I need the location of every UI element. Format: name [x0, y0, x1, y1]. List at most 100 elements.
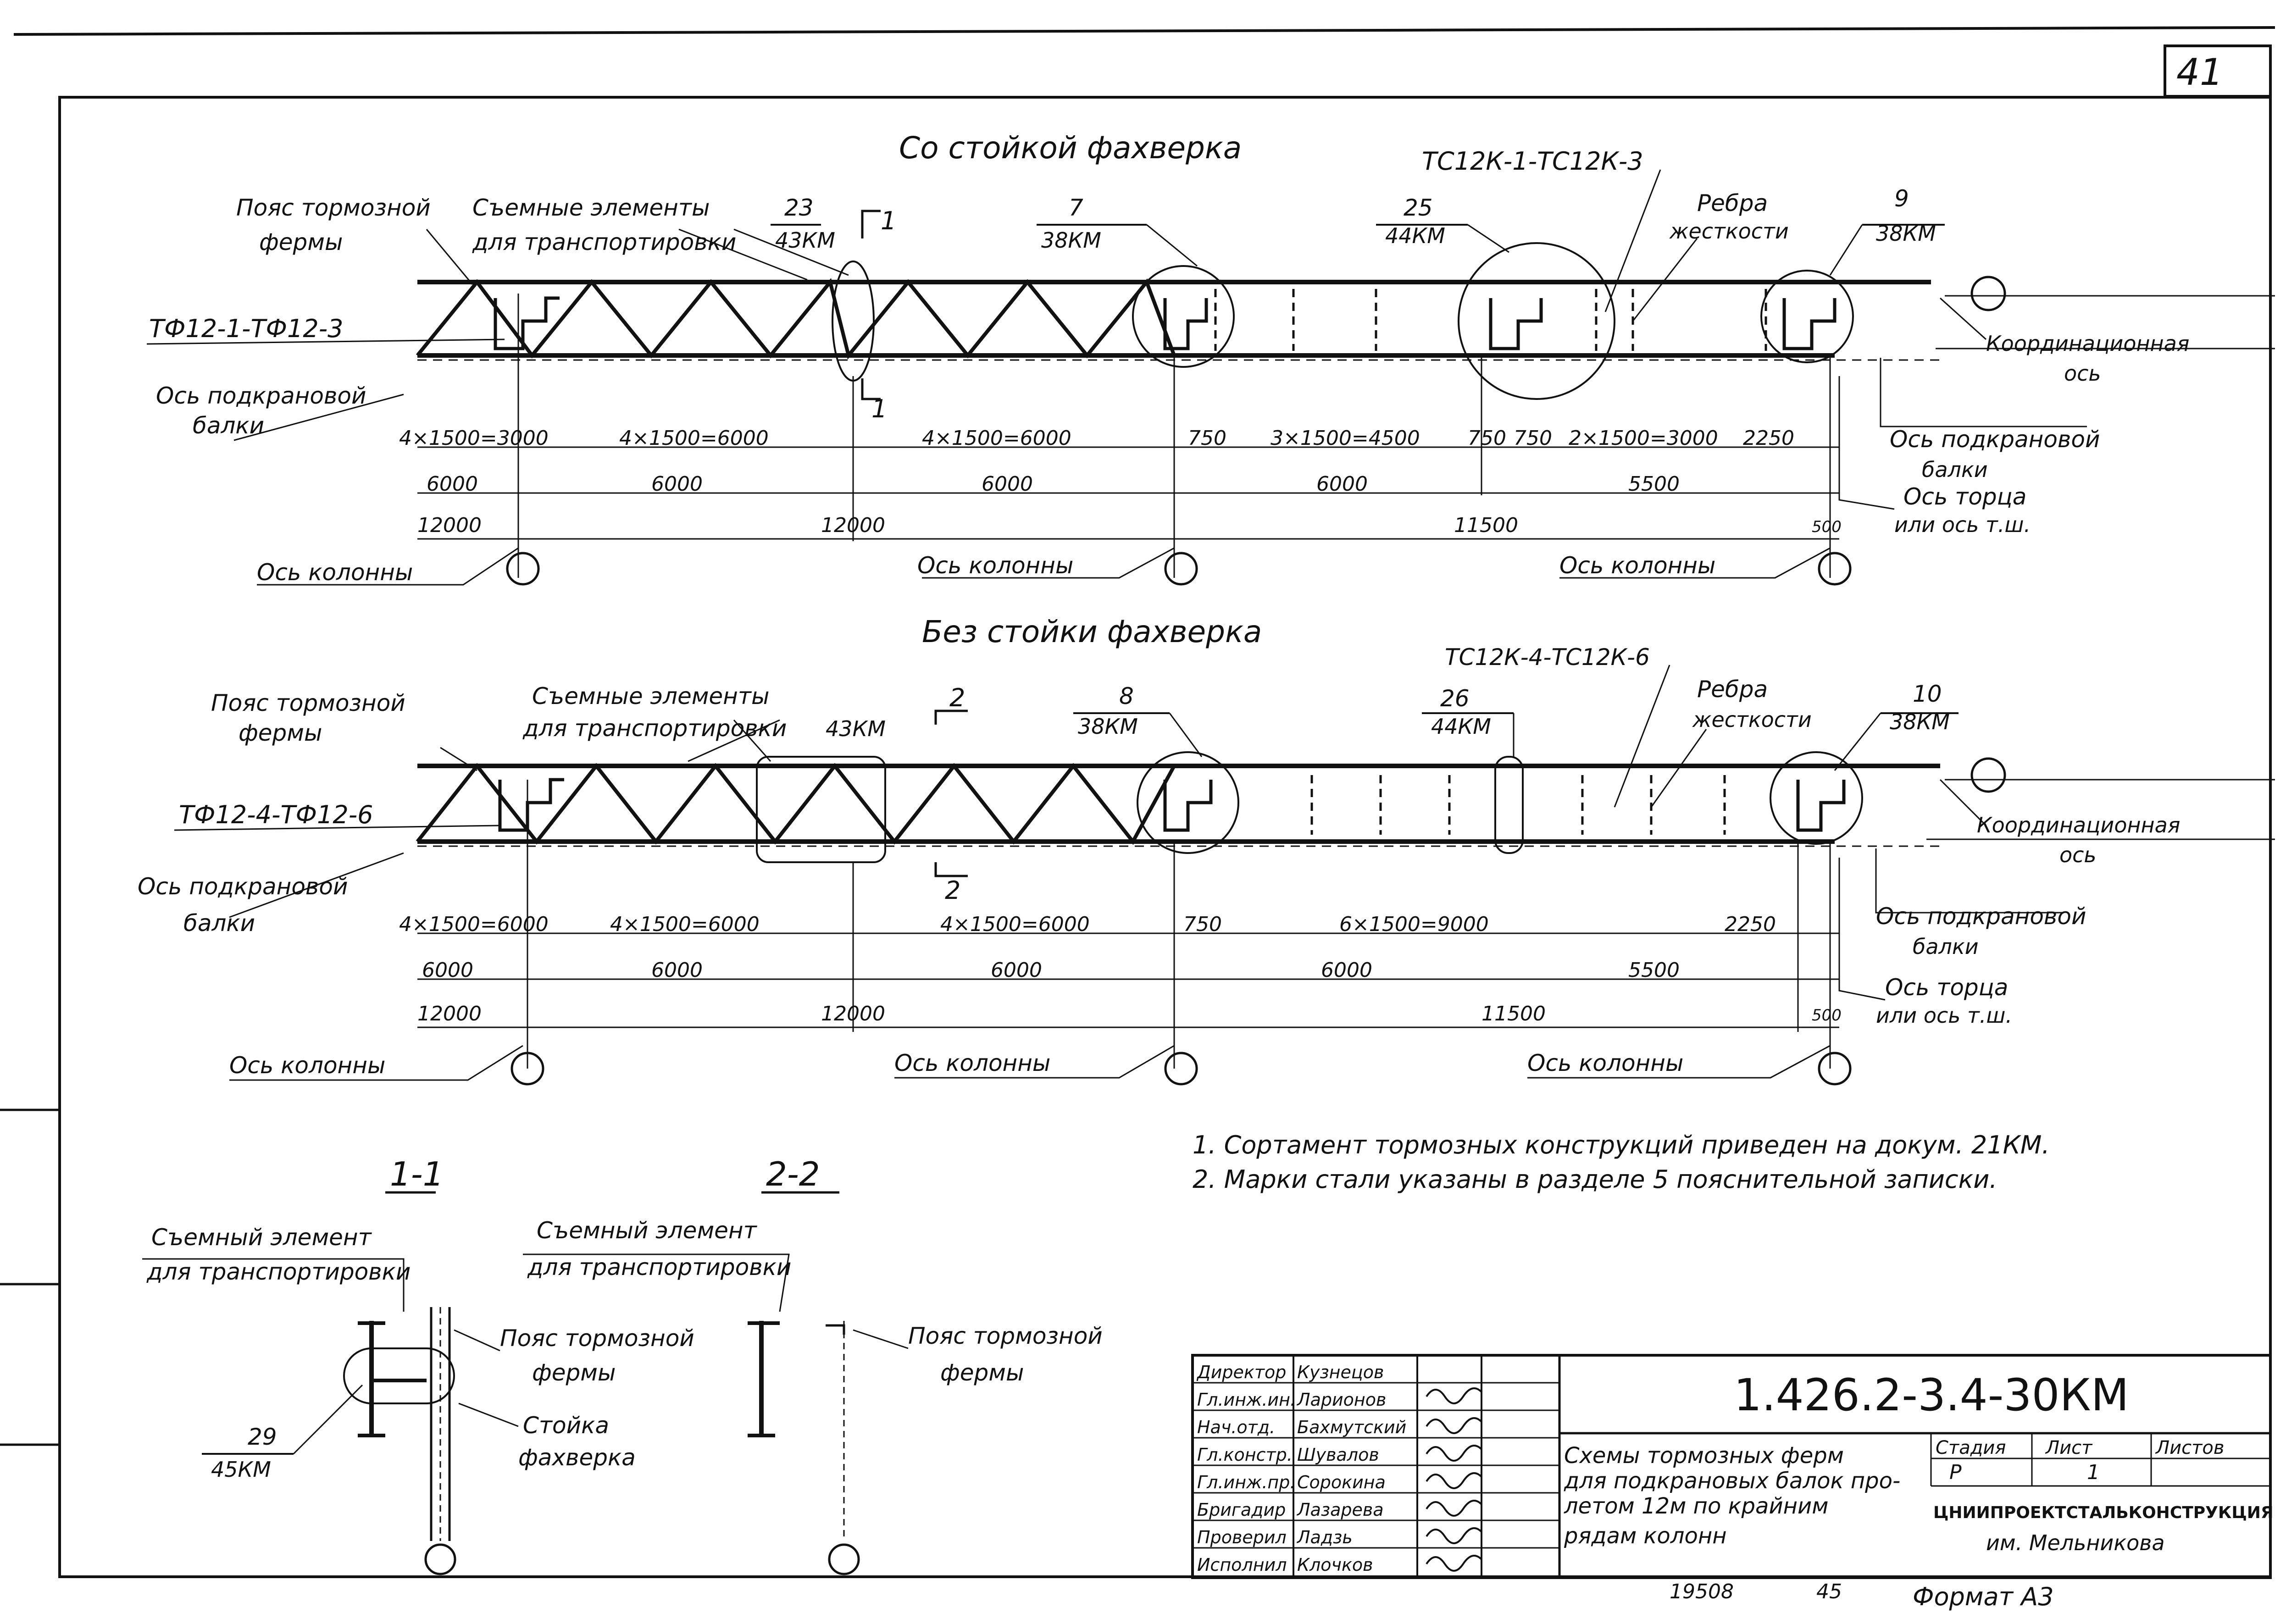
- top-callout-2-doc: 38КМ: [1041, 228, 1101, 253]
- tb-role-2: Нач.отд.: [1197, 1417, 1275, 1437]
- bottom-crane-right-1: Ось подкрановой: [1876, 903, 2086, 930]
- tb-role-6: Проверил: [1197, 1527, 1287, 1547]
- tb-name-7: Клочков: [1297, 1555, 1373, 1575]
- bottom-end-axis-2: или ось т.ш.: [1876, 1003, 2012, 1028]
- section-1-1-post-1: Стойка: [523, 1412, 609, 1439]
- section-1-1-title: 1-1: [390, 1155, 444, 1193]
- bottom-callout-3-num: 26: [1440, 685, 1470, 712]
- top-coord-axis-2: ось: [2064, 361, 2101, 386]
- top-crane-right-1: Ось подкрановой: [1890, 426, 2100, 453]
- tb-desc-1: для подкрановых балок про-: [1564, 1468, 1900, 1494]
- bottom-dim3-1: 12000: [821, 1002, 885, 1025]
- top-channels: [494, 296, 1837, 350]
- section-2-2-removable-2: для транспортировки: [527, 1254, 791, 1280]
- bottom-detail-26: [1494, 756, 1524, 854]
- tb-sheet-label: Лист: [2045, 1437, 2093, 1458]
- section-1-1-removable-1: Съемный элемент: [151, 1224, 372, 1251]
- bottom-dim2-0: 6000: [422, 959, 473, 982]
- top-dim2-0: 6000: [427, 472, 478, 496]
- top-removable-2: для транспортировки: [472, 229, 736, 255]
- section-2-2-removable-1: Съемный элемент: [537, 1217, 758, 1244]
- sheet-frame: [58, 96, 2272, 1578]
- top-detail-circle-25: [1458, 242, 1615, 400]
- top-diagram: Со стойкой фахверка ТС12К-1-ТС12К-3 Пояс…: [146, 130, 2275, 586]
- bottom-ribs-1: Ребра: [1697, 676, 1768, 703]
- bottom-col-bubble-2: [1164, 1052, 1198, 1086]
- top-section-mark-1: 1: [881, 206, 896, 235]
- top-callout-3-num: 25: [1404, 194, 1433, 221]
- bottom-dim3-0: 12000: [417, 1002, 482, 1025]
- top-dim1-8: 2250: [1743, 427, 1794, 450]
- bottom-truss-marks: ТС12К-4-ТС12К-6: [1445, 644, 1650, 671]
- top-dim2-4: 5500: [1628, 472, 1680, 496]
- bottom-belt-2: фермы: [239, 720, 322, 746]
- bottom-belt-1: Пояс тормозной: [211, 690, 405, 716]
- tb-name-1: Ларионов: [1296, 1390, 1386, 1410]
- top-crane-left-2: балки: [193, 412, 264, 439]
- bottom-removable-1: Съемные элементы: [532, 683, 769, 709]
- top-dim-lines: [417, 294, 1839, 578]
- top-col-bubble-1: [506, 552, 540, 586]
- bottom-dim2-4: 5500: [1628, 959, 1680, 982]
- tb-name-4: Сорокина: [1297, 1472, 1386, 1492]
- bottom-channels: [498, 778, 1846, 832]
- bottom-crane-right-2: балки: [1913, 934, 1979, 959]
- top-col-axis-3: Ось колонны: [1559, 552, 1715, 579]
- tb-role-7: Исполнил: [1197, 1555, 1287, 1575]
- bottom-dim3-3: 500: [1812, 1006, 1842, 1025]
- section-1-1-removable-2: для транспортировки: [146, 1258, 411, 1285]
- section-1-1: 1-1 Съемный элемент для транспортировки …: [142, 1155, 694, 1575]
- bottom-dim1-5: 2250: [1725, 913, 1776, 936]
- bottom-number-1: 19508: [1670, 1580, 1734, 1603]
- bottom-removable-2: для транспортировки: [522, 715, 787, 742]
- top-callout-3-doc: 44КМ: [1385, 223, 1445, 248]
- top-dim2-1: 6000: [651, 472, 703, 496]
- top-truss-web: [416, 278, 1176, 360]
- top-belt-label-2: фермы: [259, 229, 343, 255]
- tb-role-1: Гл.инж.ин.: [1197, 1390, 1296, 1410]
- section-2-2-belt-1: Пояс тормозной: [908, 1323, 1103, 1349]
- bottom-dim1-1: 4×1500=6000: [610, 913, 760, 936]
- tb-stage-label: Стадия: [1936, 1437, 2006, 1458]
- top-dim1-7: 2×1500=3000: [1569, 427, 1718, 450]
- top-col-axis-2: Ось колонны: [917, 552, 1073, 579]
- bottom-callout-1-doc: 43КМ: [826, 716, 886, 741]
- tb-org-2: им. Мельникова: [1986, 1530, 2165, 1555]
- bottom-dim2-1: 6000: [651, 959, 703, 982]
- top-frame-marks: ТФ12-1-ТФ12-3: [149, 314, 344, 343]
- tb-role-3: Гл.констр.: [1197, 1445, 1293, 1465]
- bottom-col-bubble-3: [1818, 1052, 1852, 1086]
- bottom-detail-circle-8: [1137, 751, 1239, 854]
- top-callout-2-num: 7: [1069, 194, 1083, 221]
- top-edge-line: [13, 26, 2275, 36]
- section-1-1-callout-doc: 45КМ: [211, 1457, 271, 1482]
- bottom-diagram: Без стойки фахверка ТС12К-4-ТС12К-6 Пояс…: [138, 614, 2275, 1086]
- bottom-callout-3-doc: 44КМ: [1431, 714, 1491, 739]
- bottom-dim3-2: 11500: [1481, 1002, 1546, 1025]
- top-dim1-4: 3×1500=4500: [1271, 427, 1420, 450]
- bottom-coord-2: ось: [2059, 842, 2097, 867]
- tb-name-6: Ладзь: [1296, 1527, 1353, 1547]
- bottom-callout-2-num: 8: [1119, 683, 1134, 709]
- section-1-1-post-2: фахверка: [518, 1444, 636, 1471]
- top-ribs: [1214, 289, 1767, 351]
- tb-role-4: Гл.инж.пр.: [1197, 1472, 1295, 1492]
- top-dim1-1: 4×1500=6000: [619, 427, 769, 450]
- top-dim3-3: 500: [1812, 518, 1842, 536]
- top-col-axis-1: Ось колонны: [257, 559, 413, 586]
- tb-role-0: Директор: [1196, 1362, 1286, 1382]
- tb-desc-0: Схемы тормозных ферм: [1564, 1443, 1844, 1469]
- bottom-dim2-2: 6000: [991, 959, 1042, 982]
- top-dim1-5: 750: [1468, 427, 1506, 450]
- top-end-axis-2: или ось т.ш.: [1894, 512, 2031, 537]
- top-callout-4-num: 9: [1894, 185, 1909, 212]
- note-1: 1. Сортамент тормозных конструкций приве…: [1193, 1131, 2050, 1159]
- tb-org-1: ЦНИИПРОЕКТСТАЛЬКОНСТРУКЦИЯ: [1933, 1503, 2274, 1522]
- top-coord-axis-1: Координационная: [1986, 331, 2189, 356]
- top-detail-circle-9: [1760, 270, 1854, 363]
- top-col-bubble-3: [1818, 552, 1852, 586]
- top-callout-1-doc: 43КМ: [775, 228, 835, 253]
- section-2-2-title: 2-2: [766, 1155, 820, 1193]
- top-ribs-2: жесткости: [1669, 219, 1789, 244]
